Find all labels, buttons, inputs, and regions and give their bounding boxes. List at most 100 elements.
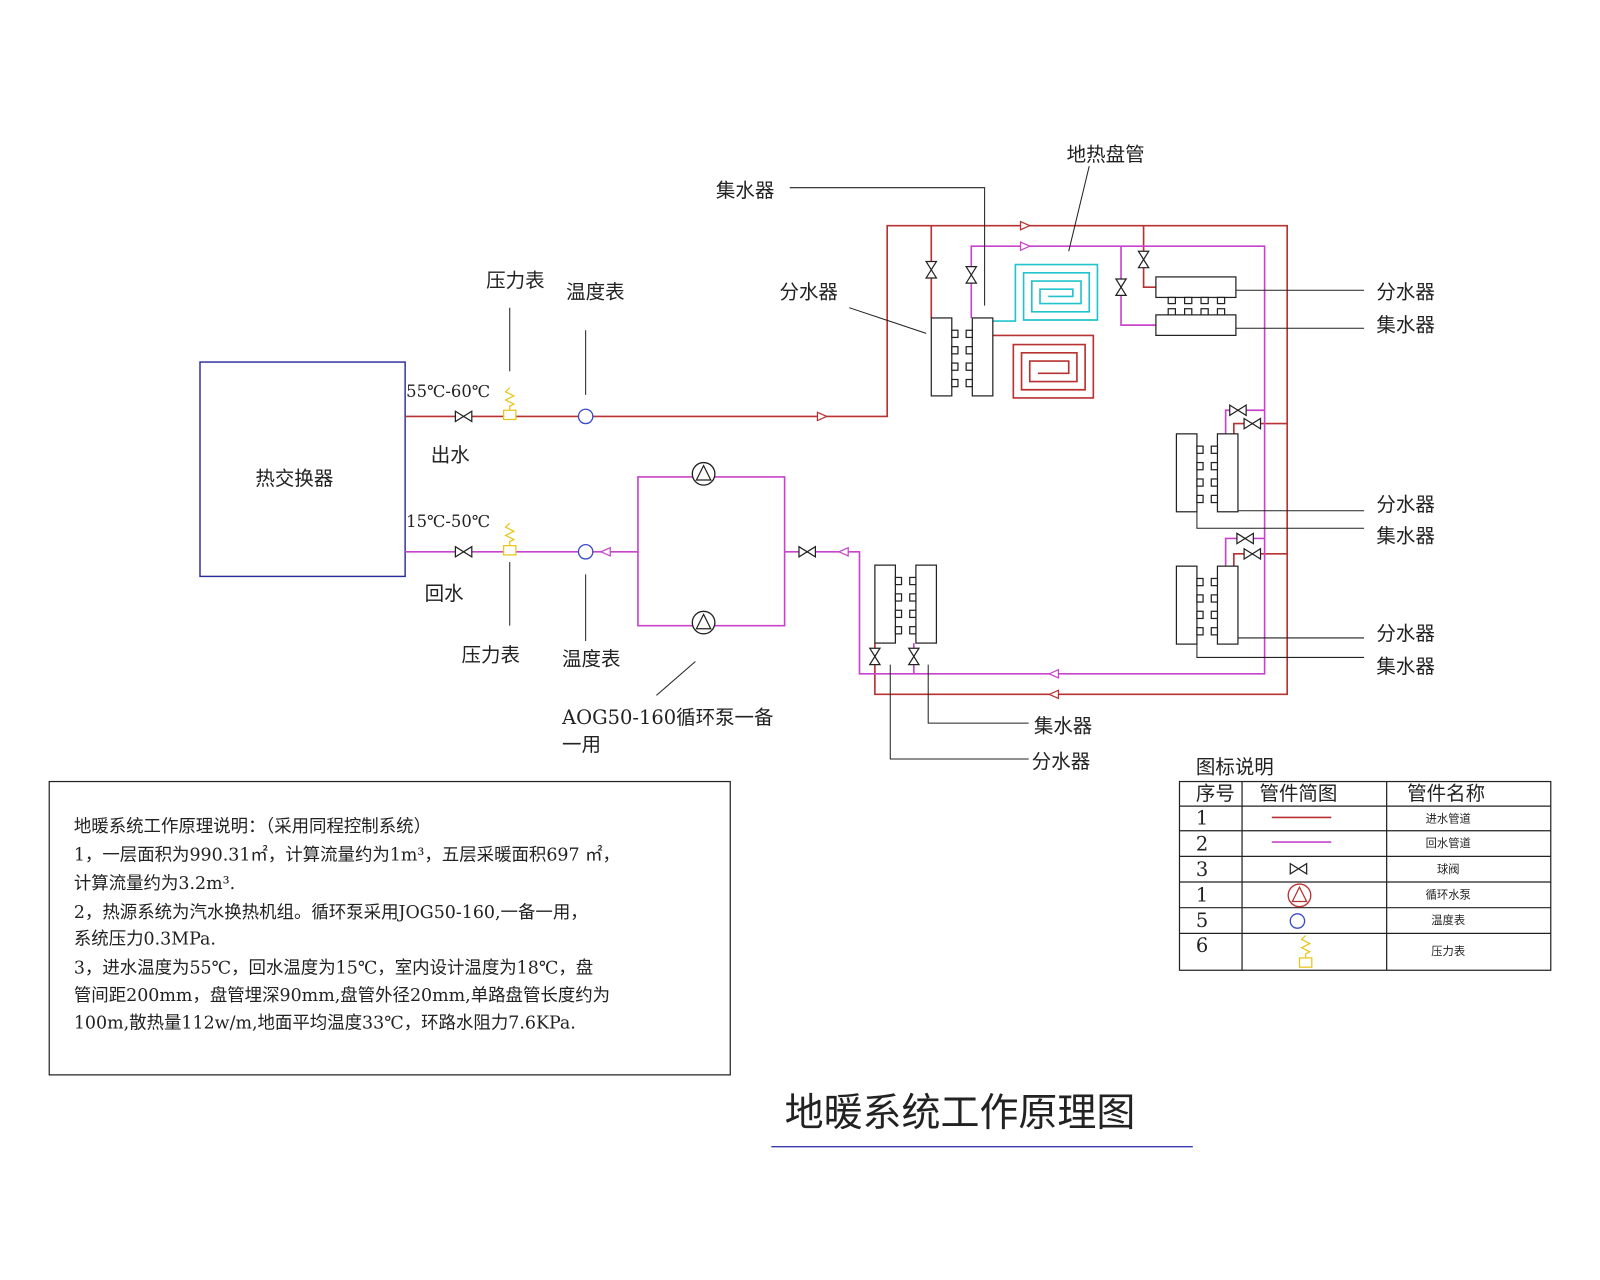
note-line: 100m,散热量112w/m,地面平均温度33℃，环路水阻力7.6KPa. bbox=[74, 1014, 576, 1034]
flow-arrow-return-inlet bbox=[600, 547, 611, 557]
legend-row-no: 1 bbox=[1196, 884, 1208, 907]
temperature-gauge-return bbox=[577, 543, 594, 560]
label-pressure-gauge-top: 压力表 bbox=[486, 269, 544, 292]
leader-collector-top-left bbox=[789, 187, 986, 306]
legend-header-name: 管件名称 bbox=[1407, 782, 1485, 805]
legend-row-no: 5 bbox=[1196, 909, 1208, 932]
flow-arrow-return-top bbox=[1019, 241, 1031, 251]
leader-collector-bottom bbox=[927, 664, 1029, 724]
note-line: 3，进水温度为55℃，回水温度为15℃，室内设计温度为18℃，盘 bbox=[74, 958, 593, 978]
note-line: 系统压力0.3MPa. bbox=[74, 930, 216, 950]
label-temp-gauge-top: 温度表 bbox=[566, 280, 624, 303]
leader-distributor-top-left bbox=[849, 307, 927, 334]
legend-row-no: 6 bbox=[1196, 934, 1208, 957]
valve-top-left-return bbox=[965, 266, 978, 284]
label-pump-line2: 一用 bbox=[562, 733, 601, 756]
legend-circulation-pump-icon bbox=[1287, 883, 1312, 908]
note-line: 地暖系统工作原理说明：（采用同程控制系统） bbox=[74, 817, 431, 837]
label-coil: 地热盘管 bbox=[1067, 143, 1145, 166]
leader-coil bbox=[1068, 166, 1090, 252]
label-collector-bottom: 集水器 bbox=[1034, 714, 1092, 737]
legend-pressure-gauge-icon bbox=[1298, 934, 1313, 968]
note-line: 2，热源系统为汽水换热机组。循环泵采用JOG50-160,一备一用， bbox=[74, 903, 588, 923]
manifold-top-left bbox=[930, 317, 994, 397]
manifold-top-right bbox=[1155, 276, 1237, 336]
leader-collector-right-low bbox=[1196, 644, 1365, 658]
manifold-right-low bbox=[1175, 565, 1239, 645]
note-line: 计算流量约为3.2m³. bbox=[74, 874, 235, 894]
return-main-pipe bbox=[784, 245, 1266, 675]
valve-top-right-return bbox=[1115, 278, 1127, 296]
legend-row-no: 1 bbox=[1196, 807, 1208, 830]
label-temp-gauge-bottom: 温度表 bbox=[562, 648, 620, 671]
flow-arrow-return-bottom bbox=[1048, 669, 1060, 679]
flow-arrow-supply-bottom bbox=[1048, 689, 1060, 700]
label-distributor-top-left: 分水器 bbox=[779, 280, 837, 303]
label-pressure-gauge-bottom: 压力表 bbox=[462, 644, 520, 667]
valve-bottom-left-return bbox=[908, 647, 920, 666]
return-branch-top-right bbox=[1120, 246, 1156, 326]
supply-temperature-label: 55℃-60℃ bbox=[406, 382, 490, 401]
valve-bottom-left-supply bbox=[869, 647, 881, 666]
supply-branch-right-low bbox=[1233, 553, 1288, 567]
label-collector-right-low: 集水器 bbox=[1376, 655, 1434, 678]
return-temperature-label: 15℃-50℃ bbox=[406, 512, 490, 531]
leader-collector-right-mid bbox=[1196, 511, 1365, 529]
label-collector-top-left: 集水器 bbox=[716, 179, 774, 202]
legend-ball-valve-icon bbox=[1289, 862, 1308, 875]
valve-right-low-supply bbox=[1243, 548, 1262, 560]
valve-top-left-supply bbox=[925, 260, 938, 279]
valve-right-mid-return bbox=[1229, 404, 1247, 416]
floor-heating-coil-red bbox=[992, 334, 1095, 399]
label-collector-right-mid: 集水器 bbox=[1376, 525, 1434, 548]
label-distributor-bottom: 分水器 bbox=[1032, 750, 1090, 773]
label-pump-line1: AOG50-160循环泵一备 bbox=[561, 706, 773, 729]
notes-box bbox=[48, 780, 731, 1076]
manifold-bottom-left bbox=[874, 564, 938, 644]
legend-row-name: 压力表 bbox=[1431, 944, 1465, 958]
label-distributor-right-mid: 分水器 bbox=[1376, 493, 1434, 516]
valve-return-inlet bbox=[454, 546, 473, 558]
note-line: 1，一层面积为990.31㎡，计算流量约为1m³，五层采暖面积697 ㎡， bbox=[74, 846, 620, 866]
supply-outlet-label: 出水 bbox=[431, 444, 470, 467]
legend-row-name: 球阀 bbox=[1437, 862, 1460, 876]
pump-bypass-loop bbox=[637, 476, 786, 627]
heat-exchanger-label: 热交换器 bbox=[255, 467, 333, 490]
diagram-title: 地暖系统工作原理图 bbox=[785, 1091, 1136, 1136]
floor-heating-coil-cyan bbox=[992, 263, 1099, 322]
note-line: 管间距200mm，盘管埋深90mm,盘管外径20mm,单路盘管长度约为 bbox=[74, 986, 610, 1006]
legend-table bbox=[1178, 780, 1552, 971]
valve-supply-outlet bbox=[454, 410, 473, 423]
legend-header-symbol: 管件简图 bbox=[1259, 782, 1337, 805]
legend-row-no: 3 bbox=[1196, 858, 1208, 881]
circulation-pump-duty bbox=[691, 461, 716, 486]
heat-exchanger-box bbox=[199, 361, 406, 578]
flow-arrow-supply-top bbox=[1019, 220, 1031, 231]
legend-header-no: 序号 bbox=[1196, 782, 1235, 805]
legend-temperature-gauge-icon bbox=[1289, 913, 1306, 929]
label-collector-top-right: 集水器 bbox=[1376, 313, 1434, 336]
legend-title: 图标说明 bbox=[1196, 755, 1274, 778]
label-distributor-top-right: 分水器 bbox=[1376, 280, 1434, 303]
legend-row-name: 温度表 bbox=[1431, 913, 1465, 927]
flow-arrow-supply-outlet bbox=[816, 411, 828, 422]
legend-row-name: 回水管道 bbox=[1426, 836, 1471, 850]
pressure-gauge-return bbox=[502, 522, 517, 556]
pressure-gauge-supply bbox=[502, 387, 517, 421]
valve-top-right-supply bbox=[1137, 250, 1150, 269]
flow-arrow-pump-outlet bbox=[838, 547, 849, 557]
legend-grid bbox=[1179, 781, 1551, 971]
supply-branch-right-mid bbox=[1233, 422, 1288, 434]
legend-row-no: 2 bbox=[1196, 832, 1208, 855]
manifold-right-mid bbox=[1175, 433, 1239, 513]
supply-main-pipe bbox=[405, 224, 1288, 696]
legend-row-name: 循环水泵 bbox=[1426, 888, 1471, 901]
leader-pump bbox=[656, 661, 696, 696]
valve-right-mid-supply bbox=[1243, 417, 1262, 430]
valve-pump-outlet bbox=[798, 546, 817, 558]
valve-right-low-return bbox=[1236, 532, 1254, 545]
legend-row-name: 进水管道 bbox=[1426, 812, 1471, 826]
return-inlet-label: 回水 bbox=[425, 582, 464, 605]
return-branch-right-mid bbox=[1224, 409, 1265, 434]
